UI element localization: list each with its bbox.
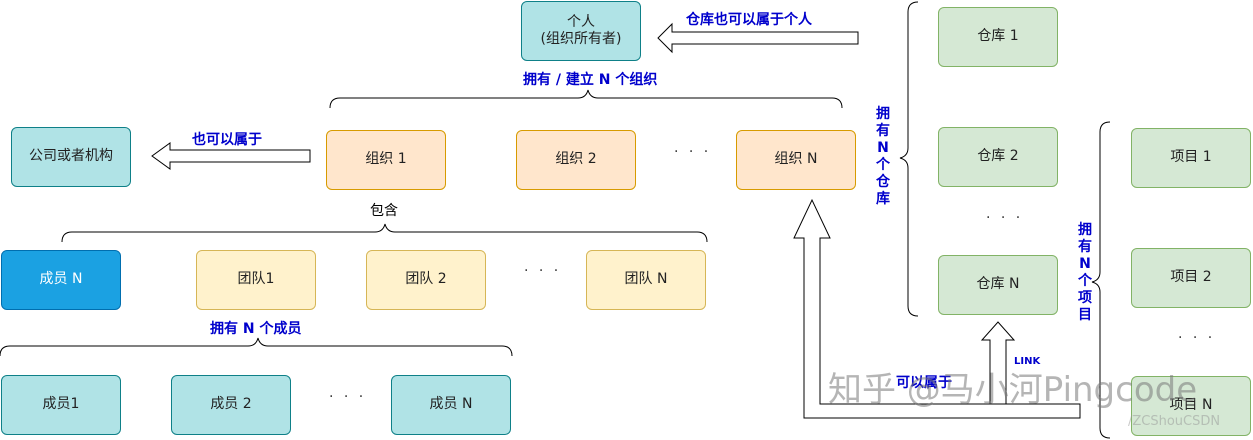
person-title: 个人 (567, 13, 595, 30)
own-create-orgs-label: 拥有 / 建立 N 个组织 (523, 72, 658, 88)
member-1-node: 成员1 (1, 375, 121, 435)
warehouse-1-node: 仓库 1 (938, 7, 1058, 67)
own-members-label: 拥有 N 个成员 (210, 321, 302, 337)
arrow-org-to-company (151, 142, 311, 170)
member-n-node: 成员 N (391, 375, 511, 435)
watermark-text: 知乎 @马小河Pingcode (828, 370, 1198, 410)
contains-label: 包含 (370, 203, 398, 219)
project-brace (1091, 121, 1111, 439)
member-n-highlight-node: 成员 N (1, 250, 121, 310)
member-brace (0, 337, 513, 357)
member-ellipsis: · · · (329, 389, 367, 405)
own-projects-label: 拥有N个项目 (1078, 222, 1092, 323)
team-ellipsis: · · · (524, 263, 562, 279)
team-brace (61, 223, 708, 243)
team-1-node: 团队1 (196, 250, 316, 310)
can-belong-label: 可以属于 (896, 375, 952, 391)
link-label: LINK (1014, 356, 1041, 367)
person-subtitle: (组织所有者) (540, 31, 622, 47)
warehouse-brace (899, 1, 919, 317)
org-2-node: 组织 2 (516, 130, 636, 190)
org-ellipsis: · · · (674, 144, 712, 160)
project-2-node: 项目 2 (1131, 248, 1251, 308)
person-node: 个人 (组织所有者) (521, 1, 641, 61)
company-node: 公司或者机构 (11, 127, 131, 187)
watermark-small-text: /ZCShouCSDN (1128, 414, 1221, 429)
org-n-node: 组织 N (736, 130, 856, 190)
own-warehouses-label: 拥有N个仓库 (876, 106, 890, 207)
warehouse-belongs-person-label: 仓库也可以属于个人 (686, 12, 812, 28)
project-1-node: 项目 1 (1131, 128, 1251, 188)
also-belongs-label: 也可以属于 (192, 132, 262, 148)
warehouse-2-node: 仓库 2 (938, 127, 1058, 187)
arrow-project-to-org (793, 198, 1081, 419)
org-brace (329, 89, 843, 109)
project-ellipsis: · · · (1178, 330, 1216, 346)
warehouse-n-node: 仓库 N (938, 255, 1058, 315)
arrow-warehouse-to-person (657, 22, 859, 54)
team-2-node: 团队 2 (366, 250, 486, 310)
org-1-node: 组织 1 (326, 130, 446, 190)
arrow-link-to-warehouse (980, 321, 1016, 405)
member-2-node: 成员 2 (171, 375, 291, 435)
warehouse-ellipsis: · · · (986, 210, 1024, 226)
team-n-node: 团队 N (586, 250, 706, 310)
project-n-node: 项目 N (1131, 376, 1251, 436)
